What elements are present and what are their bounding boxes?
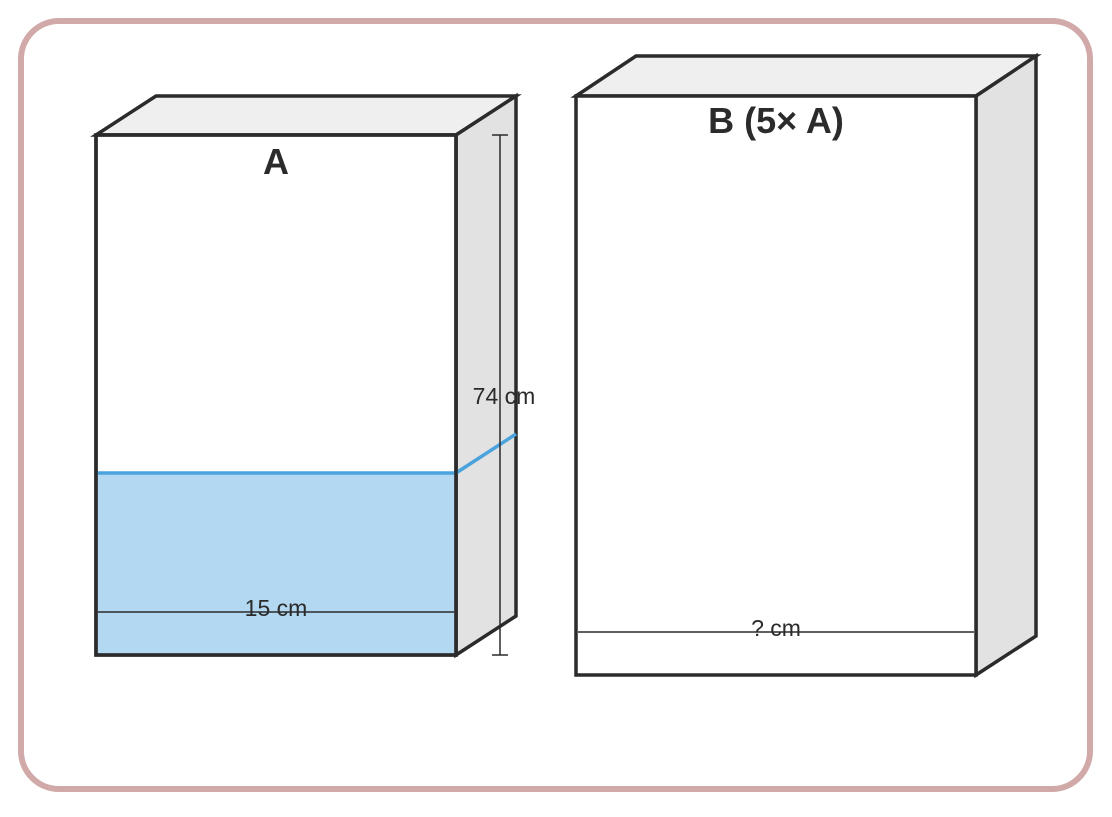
container-b-side-face bbox=[974, 52, 1038, 679]
container-a-water-surface-side bbox=[455, 432, 517, 475]
container-a-side-face bbox=[454, 92, 518, 659]
container-b-water-label: ? cm bbox=[751, 615, 801, 641]
container-a-water-label: 15 cm bbox=[245, 595, 308, 621]
container-b: ? cm B (5× A) bbox=[570, 52, 1042, 679]
container-a-top-face bbox=[90, 94, 522, 137]
container-a-front-outline bbox=[94, 133, 458, 657]
container-a-label: A bbox=[263, 141, 289, 182]
container-a-height-label: 74 cm bbox=[473, 383, 536, 409]
container-a-water bbox=[98, 473, 454, 653]
container-b-front-face bbox=[574, 94, 978, 677]
container-a: 15 cm 74 cm A bbox=[90, 92, 536, 659]
container-b-label: B (5× A) bbox=[708, 100, 844, 141]
container-b-top-face bbox=[570, 54, 1042, 98]
